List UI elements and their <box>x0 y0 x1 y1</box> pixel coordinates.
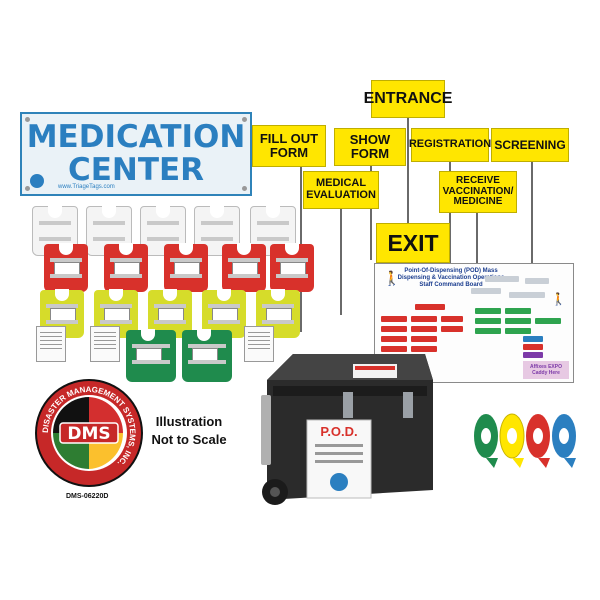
sign-show-form: SHOW FORM <box>334 128 406 166</box>
person-icon: 🚶 <box>551 292 566 306</box>
sign-medical-evaluation: MEDICAL EVALUATION <box>303 171 379 209</box>
board-logo: Affixes EXPO Caddy Here <box>523 361 569 379</box>
vest-red <box>270 243 314 292</box>
latch-icon <box>403 392 413 418</box>
illustration-note-line1: Illustration <box>155 414 223 429</box>
seal-icon <box>30 174 44 188</box>
grommet-icon <box>25 186 30 191</box>
trunk-handle-icon <box>261 395 271 465</box>
grommet-icon <box>25 117 30 122</box>
instruction-card <box>90 326 120 362</box>
sign-entrance: ENTRANCE <box>364 80 452 118</box>
banner-title-line2: CENTER <box>67 152 205 188</box>
sign-registration: REGISTRATION <box>409 128 491 162</box>
tape-roll-icon <box>552 414 576 468</box>
sign-pole <box>407 118 409 268</box>
banner-title-line1: MEDICATION <box>26 119 246 155</box>
sign-pole <box>476 210 478 265</box>
pod-trunk: P.O.D. <box>261 354 433 505</box>
flagging-tape-rolls <box>474 413 576 468</box>
tape-roll-icon <box>499 413 525 468</box>
sign-receive-vaccination: RECEIVE VACCINATION/ MEDICINE <box>439 171 517 213</box>
sign-exit: EXIT <box>376 223 450 263</box>
sign-fill-out-form: FILL OUT FORM <box>252 125 326 167</box>
vest-red <box>222 243 266 292</box>
grommet-icon <box>242 117 247 122</box>
vest-green <box>182 329 232 382</box>
vest-yellow <box>256 289 300 338</box>
instruction-card <box>244 326 274 362</box>
grommet-icon <box>242 186 247 191</box>
medication-center-banner: MEDICATION CENTER www.TriageTags.com <box>20 112 252 196</box>
dms-logo: DMS DISASTER MANAGEMENT SYSTEMS, INC. <box>35 379 143 487</box>
trunk-label: P.O.D. <box>320 424 357 439</box>
sign-pole <box>370 162 372 260</box>
tape-roll-icon <box>474 414 498 468</box>
vest-red <box>44 243 88 292</box>
sign-screening: SCREENING <box>491 128 569 162</box>
logo-letters: DMS <box>67 424 110 444</box>
person-icon: 🚶 <box>383 270 401 286</box>
product-sku: DMS-06220D <box>66 493 109 500</box>
board-title: Point-Of-Dispensing (POD) Mass Dispensin… <box>397 268 505 289</box>
vest-red <box>164 243 208 292</box>
illustration-note: Illustration Not to Scale <box>150 413 228 448</box>
banner-website: www.TriageTags.com <box>58 184 115 190</box>
vest-red <box>104 243 148 292</box>
vest-green <box>126 329 176 382</box>
latch-icon <box>343 392 353 418</box>
instruction-card <box>36 326 66 362</box>
illustration-note-line2: Not to Scale <box>151 431 227 447</box>
sign-pole <box>340 205 342 315</box>
tape-roll-icon <box>526 414 550 468</box>
sign-pole <box>531 160 533 265</box>
board-logo-text: Affixes EXPO Caddy Here <box>530 364 562 376</box>
